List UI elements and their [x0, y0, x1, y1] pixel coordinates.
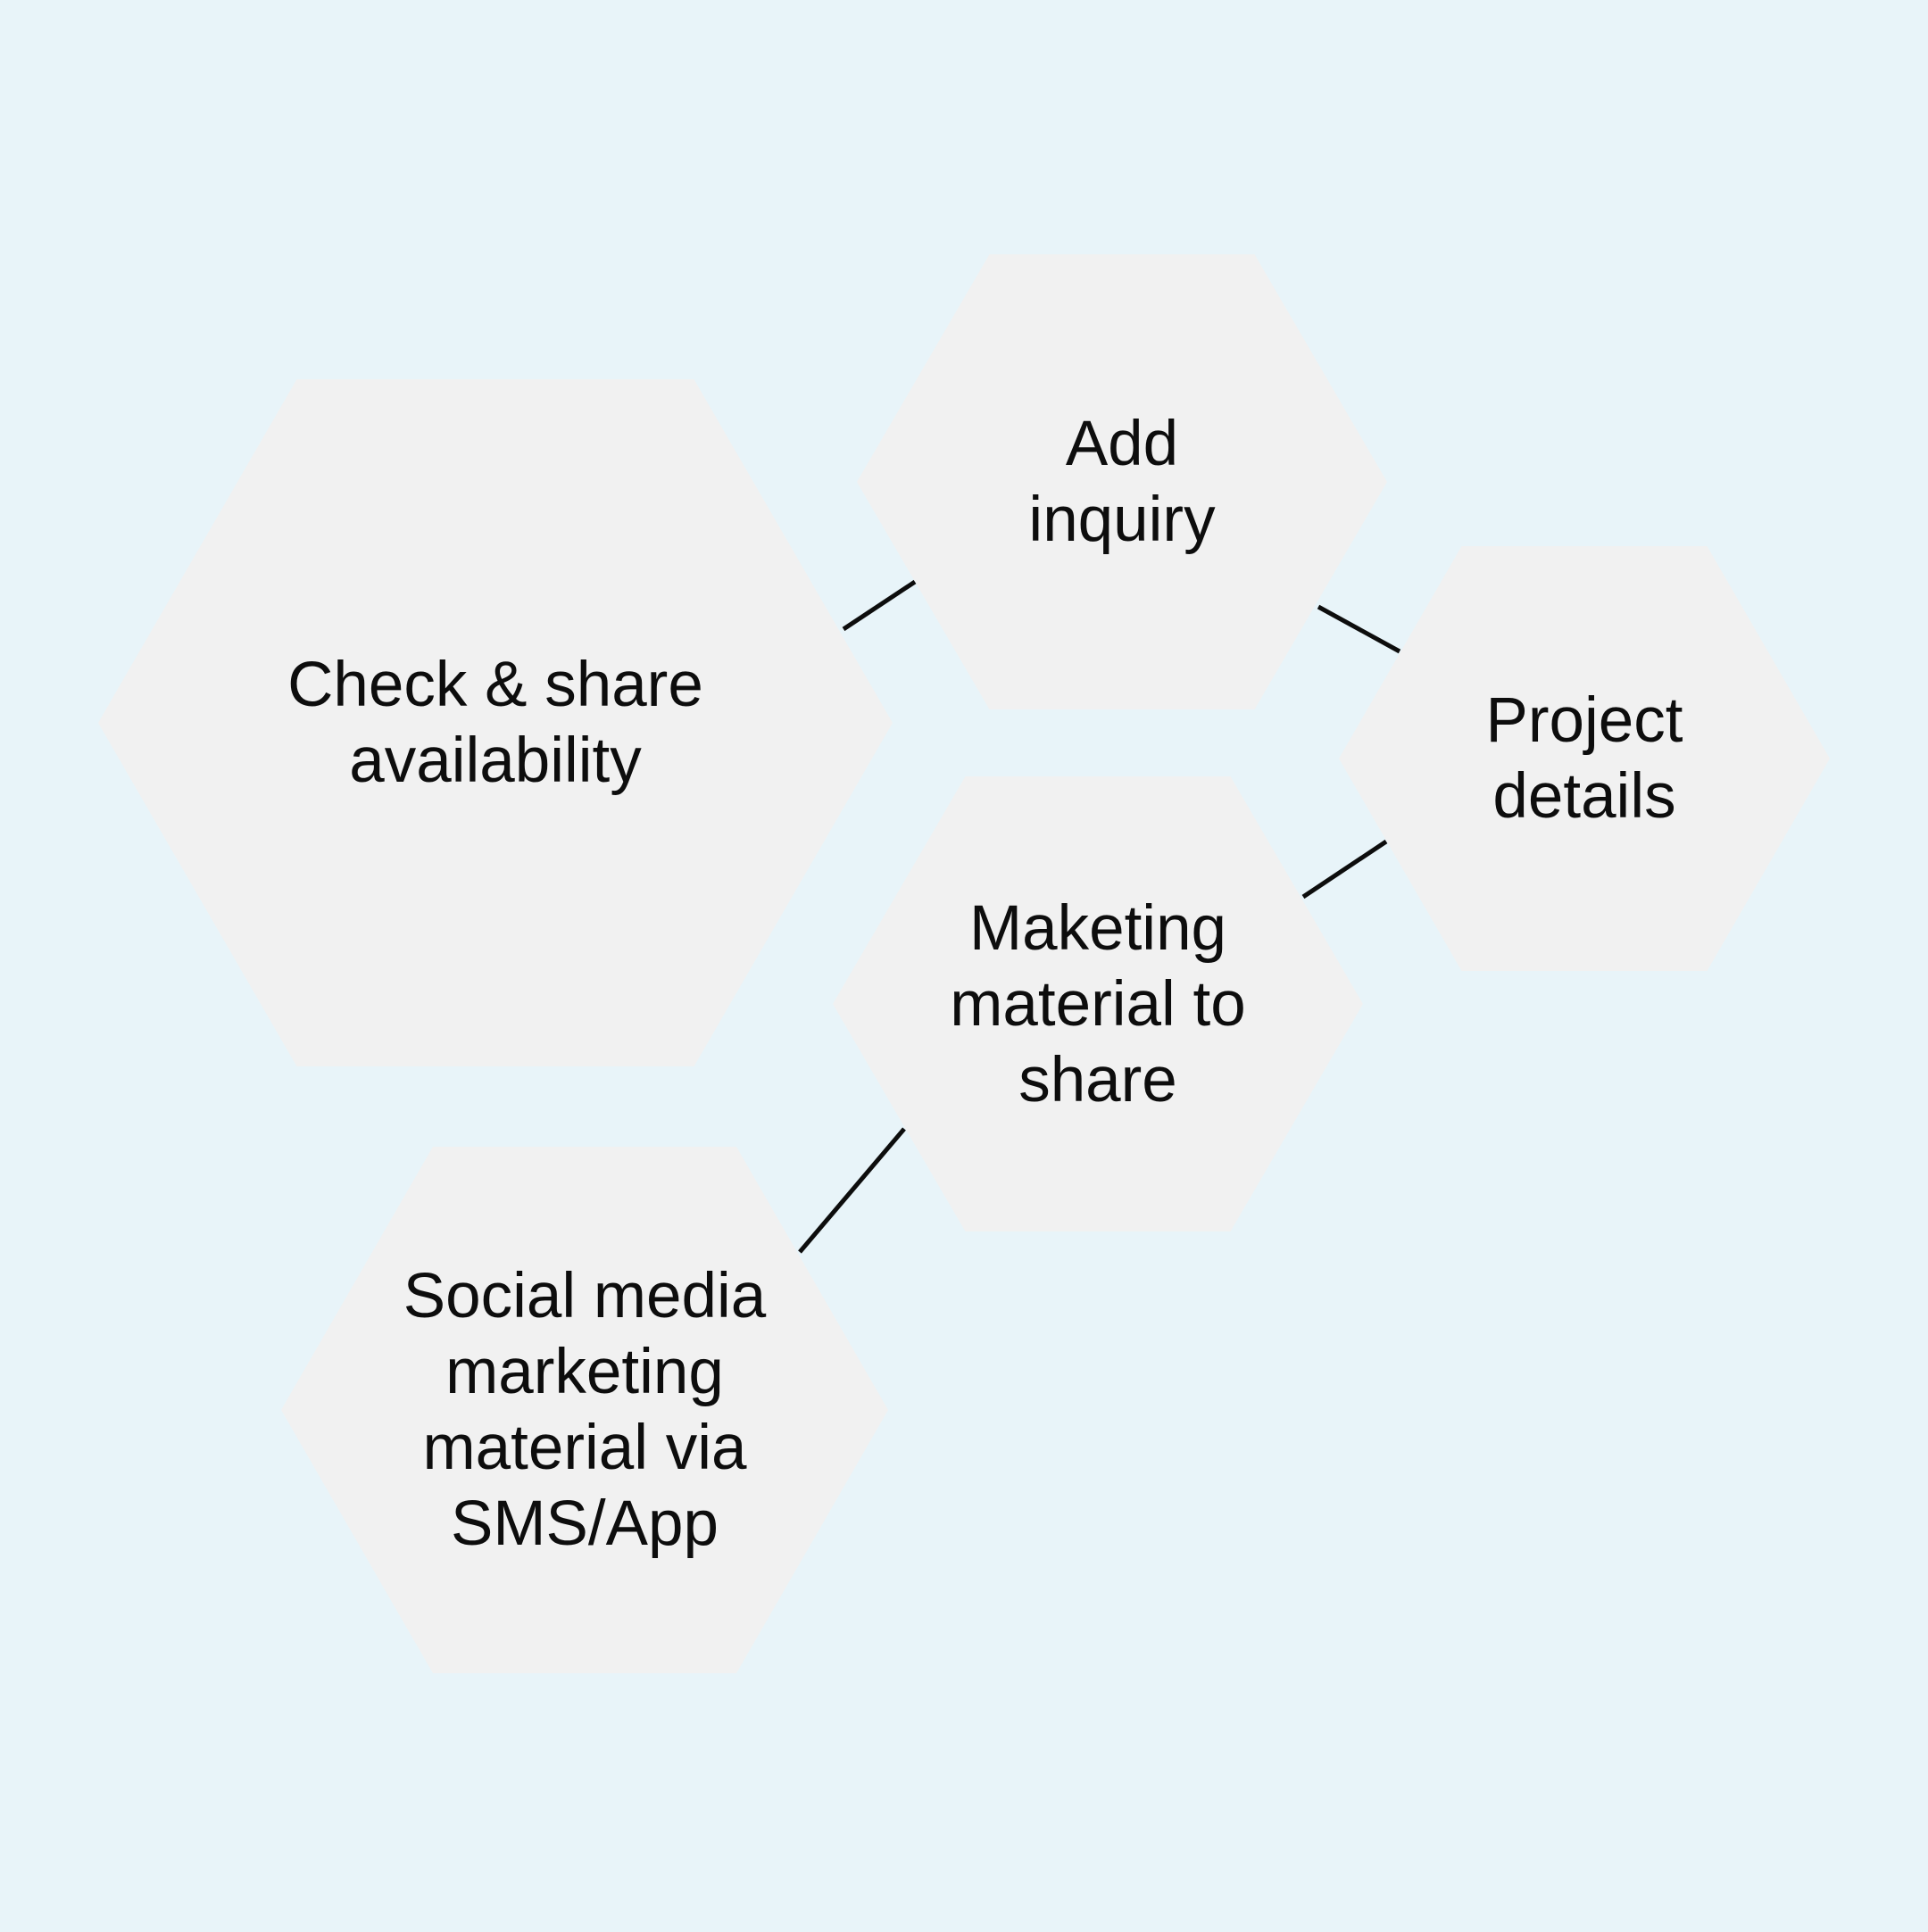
connector-add-to-project [1317, 604, 1401, 654]
node-label-line: Social media [403, 1261, 767, 1331]
hexagon-project [1339, 546, 1830, 971]
hexagon-maketing [833, 776, 1363, 1231]
node-label-line: details [1492, 761, 1676, 832]
node-label-line: material via [422, 1413, 747, 1483]
node-label-line: marketing [445, 1337, 724, 1407]
node-label-line: SMS/App [451, 1488, 719, 1559]
node-label-line: Maketing [968, 892, 1227, 964]
node-label-line: Check & share [287, 650, 703, 720]
node-label-line: inquiry [1028, 485, 1216, 555]
node-label-line: share [1018, 1044, 1177, 1115]
connector-project-to-maketing [1301, 839, 1388, 900]
node-label-line: material to [950, 968, 1246, 1040]
node-label-line: availability [349, 726, 642, 796]
hexagon-check [98, 379, 893, 1066]
hexagon-add [857, 254, 1387, 709]
node-label-line: Project [1485, 685, 1683, 756]
connector-maketing-to-social [798, 1127, 906, 1254]
connector-check-to-add [842, 579, 917, 632]
hexagon-social [281, 1147, 888, 1673]
node-label-line: Add [1065, 409, 1179, 479]
